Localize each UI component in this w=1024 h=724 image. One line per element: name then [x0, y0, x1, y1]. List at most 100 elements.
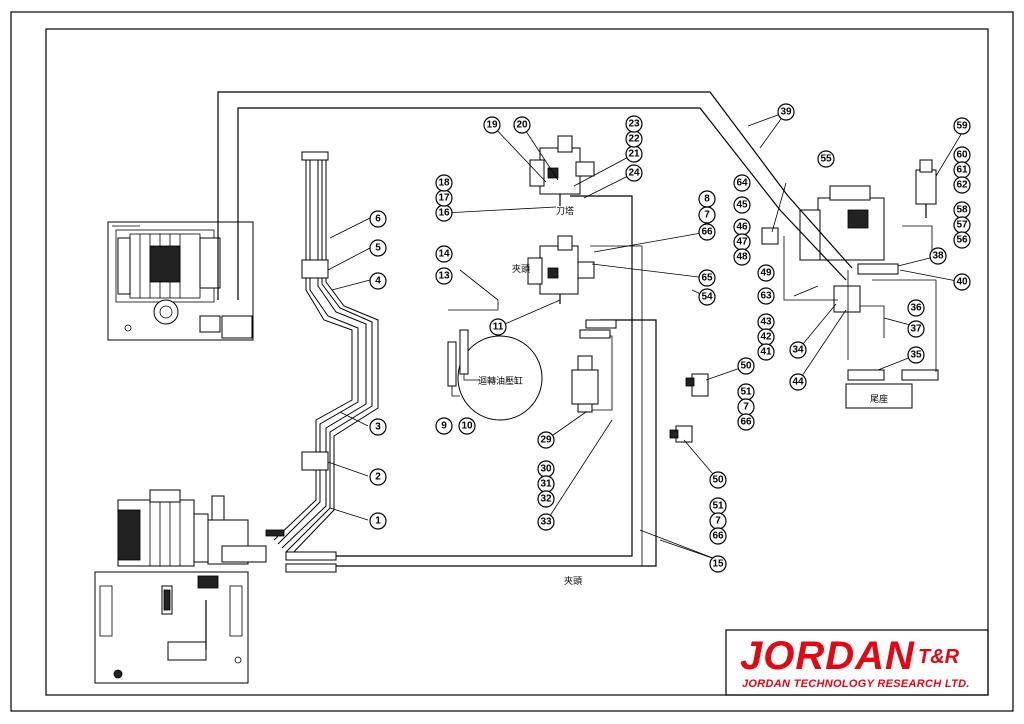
svg-text:51: 51: [740, 387, 752, 398]
title-block: [725, 629, 989, 696]
svg-text:14: 14: [438, 249, 450, 260]
svg-text:51: 51: [712, 501, 724, 512]
svg-text:54: 54: [701, 292, 713, 303]
callout-59: 59: [953, 117, 971, 135]
callout-17: 17: [435, 189, 453, 207]
svg-text:65: 65: [701, 273, 713, 284]
callout-39: 39: [777, 103, 795, 121]
callout-14: 14: [435, 245, 453, 263]
svg-text:61: 61: [956, 165, 968, 176]
svg-text:9: 9: [441, 421, 447, 432]
svg-text:21: 21: [628, 149, 640, 160]
svg-text:7: 7: [704, 210, 710, 221]
callout-45: 45: [733, 196, 751, 214]
callout-50-upper: 50: [737, 357, 755, 375]
callout-33: 33: [537, 513, 555, 531]
svg-text:30: 30: [540, 464, 552, 475]
svg-text:16: 16: [438, 208, 450, 219]
callout-18: 18: [435, 174, 453, 192]
svg-text:63: 63: [760, 291, 772, 302]
callout-41: 41: [757, 343, 775, 361]
callout-34: 34: [789, 341, 807, 359]
svg-text:46: 46: [736, 222, 748, 233]
callout-31: 31: [537, 475, 555, 493]
svg-text:13: 13: [438, 271, 450, 282]
upper-hydraulic-unit: [107, 221, 254, 341]
callout-7-lower: 7: [709, 512, 727, 530]
svg-text:7: 7: [743, 402, 749, 413]
svg-text:48: 48: [736, 252, 748, 263]
callout-55: 55: [817, 150, 835, 168]
callout-51-upper: 51: [737, 383, 755, 401]
callout-15: 15: [709, 555, 727, 573]
callout-47: 47: [733, 233, 751, 251]
callout-4: 4: [369, 272, 387, 290]
svg-text:59: 59: [956, 121, 968, 132]
callout-23: 23: [625, 115, 643, 133]
callout-13: 13: [435, 267, 453, 285]
rotary-cylinder-label: 迴轉油壓缸: [478, 375, 523, 386]
callout-38: 38: [929, 247, 947, 265]
callout-9: 9: [435, 417, 453, 435]
svg-text:49: 49: [760, 268, 772, 279]
outer-frame: [10, 11, 1014, 712]
svg-text:37: 37: [910, 324, 922, 335]
callout-64: 64: [733, 174, 751, 192]
svg-text:50: 50: [740, 361, 752, 372]
svg-text:20: 20: [516, 120, 528, 131]
svg-text:5: 5: [375, 243, 381, 254]
svg-text:55: 55: [820, 154, 832, 165]
tailstock-assembly: [761, 159, 939, 409]
svg-text:11: 11: [493, 322, 504, 333]
callout-43: 43: [757, 313, 775, 331]
callout-51-lower: 51: [709, 497, 727, 515]
svg-text:29: 29: [540, 435, 552, 446]
callout-2: 2: [369, 468, 387, 486]
callout-49: 49: [757, 264, 775, 282]
tool-post-label: 刀塔: [556, 205, 574, 216]
tailstock-label: 尾座: [870, 393, 888, 404]
clamp-valve-label: 夾頭: [512, 264, 530, 274]
svg-text:60: 60: [956, 150, 968, 161]
callout-40: 40: [953, 273, 971, 291]
leader-lines: [327, 111, 967, 561]
callout-58: 58: [953, 201, 971, 219]
svg-text:19: 19: [486, 120, 498, 131]
svg-text:38: 38: [932, 251, 944, 262]
svg-text:1: 1: [375, 516, 381, 527]
callout-7: 7: [698, 206, 716, 224]
callout-21: 21: [625, 145, 643, 163]
callout-50-lower: 50: [709, 471, 727, 489]
svg-text:64: 64: [736, 178, 748, 189]
callout-46: 46: [733, 218, 751, 236]
callout-54: 54: [698, 288, 716, 306]
callout-29: 29: [537, 431, 555, 449]
rotary-cylinder: [447, 269, 543, 421]
svg-text:56: 56: [956, 235, 968, 246]
callout-60: 60: [953, 146, 971, 164]
callout-35: 35: [907, 346, 925, 364]
callout-6: 6: [369, 210, 387, 228]
company-logo: JORDAN T&R JORDAN TECHNOLOGY RESEARCH LT…: [728, 632, 984, 696]
svg-text:7: 7: [715, 516, 721, 527]
callout-48: 48: [733, 248, 751, 266]
callout-11: 11: [489, 318, 507, 336]
svg-text:40: 40: [956, 277, 968, 288]
hose-bundle: [265, 151, 379, 573]
svg-text:23: 23: [628, 119, 640, 130]
callout-42: 42: [757, 328, 775, 346]
svg-text:36: 36: [910, 303, 922, 314]
svg-text:31: 31: [540, 479, 552, 490]
callout-63: 63: [757, 287, 775, 305]
svg-text:62: 62: [956, 180, 968, 191]
svg-text:66: 66: [712, 531, 724, 542]
drawing-border: [45, 28, 989, 696]
callout-10: 10: [458, 417, 476, 435]
callout-19: 19: [483, 116, 501, 134]
callout-7-upper: 7: [737, 398, 755, 416]
callout-66-upper: 66: [737, 413, 755, 431]
callout-1: 1: [369, 512, 387, 530]
svg-text:18: 18: [438, 178, 450, 189]
svg-text:3: 3: [375, 422, 381, 433]
svg-text:58: 58: [956, 205, 968, 216]
